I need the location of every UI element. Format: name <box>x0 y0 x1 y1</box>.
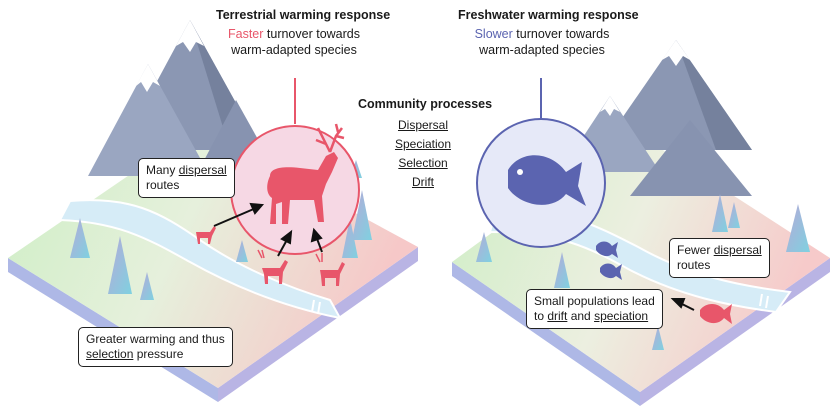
community-title: Community processes <box>358 97 493 111</box>
dispersal-arrows <box>213 202 323 257</box>
mountain-snow <box>662 40 690 66</box>
tree-icon <box>476 232 492 262</box>
tree-icon <box>140 272 154 300</box>
red-fish-icon <box>700 304 732 324</box>
water-marks <box>759 293 769 309</box>
river <box>58 199 342 320</box>
process-selection: Selection <box>398 156 448 170</box>
water-marks <box>311 299 321 315</box>
terrestrial-tile <box>8 20 418 402</box>
tree-icon <box>236 240 248 262</box>
process-speciation: Speciation <box>394 137 452 151</box>
fish-icon <box>508 155 586 206</box>
mountain <box>676 40 752 150</box>
mountain-snow <box>176 20 204 52</box>
community-process-list: Dispersal Speciation Selection Drift <box>388 116 458 192</box>
deer-icon <box>267 123 345 224</box>
process-dispersal: Dispersal <box>397 118 448 132</box>
many-dispersal-callout: Many dispersal routes <box>138 158 235 198</box>
tree-icon <box>652 326 664 350</box>
tree-icon <box>728 202 740 228</box>
tile-side <box>452 262 640 406</box>
tile-side <box>218 247 418 402</box>
tree-icon <box>108 236 132 294</box>
arrow <box>670 298 695 311</box>
tree-icon <box>342 218 358 258</box>
selection-callout: Greater warming and thus selection press… <box>78 327 233 367</box>
freshwater-title: Freshwater warming response <box>458 8 639 22</box>
faster-label: Faster <box>227 27 264 41</box>
terrestrial-title: Terrestrial warming response <box>216 8 391 22</box>
process-drift: Drift <box>412 175 434 189</box>
freshwater-subtitle: Slower turnover towards warm-adapted spe… <box>474 27 610 57</box>
small-deer-icon <box>196 226 345 286</box>
tree-icon <box>712 194 728 232</box>
terrestrial-subtitle: Faster turnover towards warm-adapted spe… <box>227 27 360 57</box>
terrestrial-subtitle-line2: warm-adapted species <box>231 43 357 57</box>
freshwater-tile <box>452 40 830 406</box>
mountain-snow <box>136 64 160 92</box>
tree-icon <box>352 190 372 240</box>
small-fish-icon <box>596 241 622 280</box>
fewer-dispersal-callout: Fewer dispersal routes <box>669 238 770 278</box>
mountain-snow <box>600 96 620 116</box>
mountain <box>630 120 752 196</box>
small-populations-callout: Small populations lead to drift and spec… <box>526 289 663 329</box>
mountain <box>88 64 210 176</box>
tree-icon <box>70 218 90 258</box>
tree-icon <box>786 204 810 252</box>
freshwater-subtitle-line2: warm-adapted species <box>479 43 605 57</box>
slower-label: Slower <box>474 27 513 41</box>
tree-icon <box>554 252 570 288</box>
